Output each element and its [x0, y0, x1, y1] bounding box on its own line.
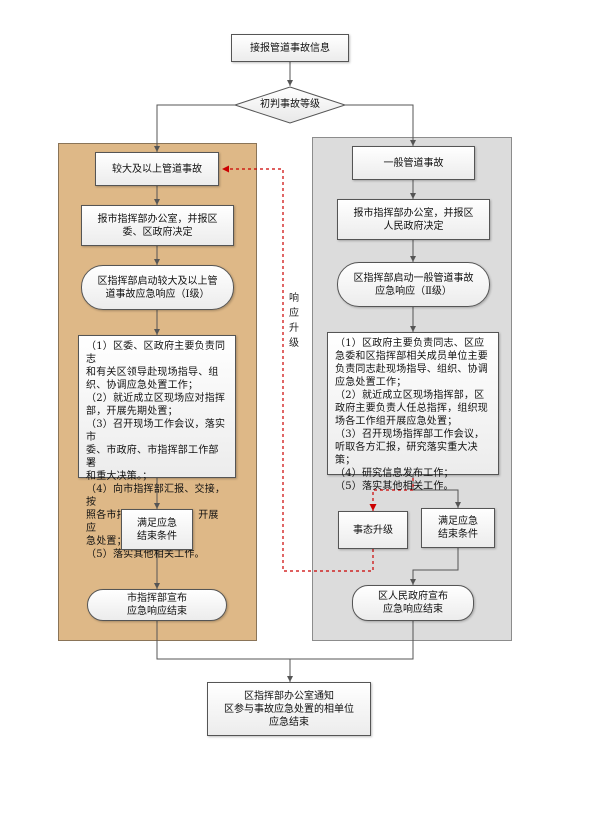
general-activate-node: 区指挥部启动一般管道事故 应急响应（Ⅱ级） — [337, 262, 490, 307]
major-report-node: 报市指挥部办公室，并报区 委、区政府决定 — [81, 205, 234, 246]
arrow-decision-to-right — [345, 104, 416, 146]
general-actions-node: （1）区政府主要负责同志、区应 急委和区指挥部相关成员单位主要 负责同志赴现场指… — [327, 332, 499, 492]
escalation-label: 响 应 升 级 — [289, 293, 299, 349]
general-report-node: 报市指挥部办公室，并报区 人民政府决定 — [337, 199, 490, 240]
arrow-decision-to-left — [154, 104, 235, 152]
general-end-node: 区人民政府宣布 应急响应结束 — [352, 585, 474, 621]
escalate-node: 事态升级 — [338, 511, 408, 549]
start-node: 接报管道事故信息 — [231, 34, 349, 62]
general-condition-node: 满足应急 结束条件 — [421, 508, 495, 548]
escalation-arrow-to-escalate — [369, 478, 414, 511]
merge-left-end — [156, 621, 414, 660]
arrow-right-actions-to-condition — [412, 475, 461, 508]
final-notice-node: 区指挥部办公室通知 区参与事故应急处置的相单位 应急结束 — [207, 682, 371, 736]
arrow-right-condition-to-end — [410, 548, 459, 585]
decision-label: 初判事故等级 — [260, 99, 320, 110]
major-end-node: 市指挥部宣布 应急响应结束 — [87, 589, 227, 621]
major-actions-node: （1）区委、区政府主要负责同志 和有关区领导赴现场指导、组 织、协调应急处置工作… — [78, 335, 236, 560]
major-activate-node: 区指挥部启动较大及以上管 道事故应急响应（Ⅰ级） — [81, 265, 234, 310]
major-accident-node: 较大及以上管道事故 — [95, 152, 219, 186]
general-accident-node: 一般管道事故 — [352, 146, 475, 180]
major-condition-node: 满足应急 结束条件 — [121, 509, 193, 550]
escalation-arrow-to-major — [222, 165, 374, 572]
decision-diamond — [233, 86, 347, 124]
